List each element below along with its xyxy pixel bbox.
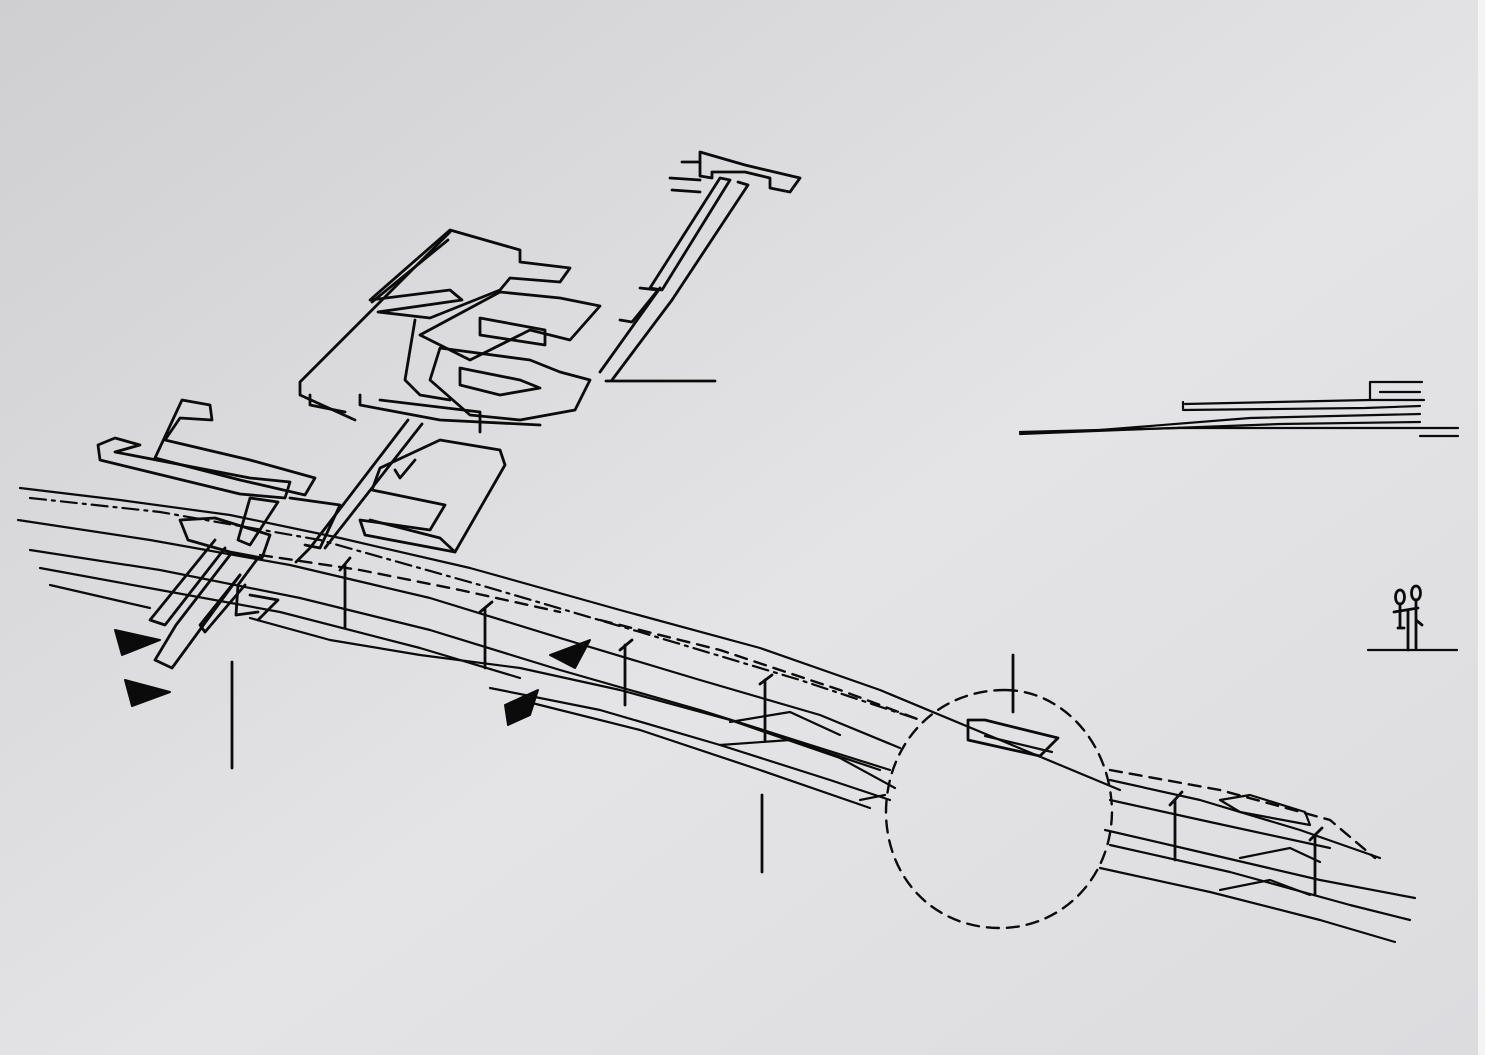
scale-figure [1366, 584, 1459, 652]
arrow-mid-upper [549, 639, 591, 669]
terrain-band-right [1098, 768, 1417, 944]
terrain-band [16, 486, 1122, 810]
paper-edge [1478, 0, 1485, 1055]
arrow-left-upper [114, 629, 161, 656]
corridor-structure [96, 150, 802, 670]
arrow-left-lower [124, 679, 171, 707]
focus-circle [884, 653, 1114, 930]
elevation-profile [1018, 380, 1460, 438]
post-markers [230, 556, 1324, 897]
arrow-mid-lower [504, 689, 539, 726]
direction-arrows [114, 629, 591, 726]
